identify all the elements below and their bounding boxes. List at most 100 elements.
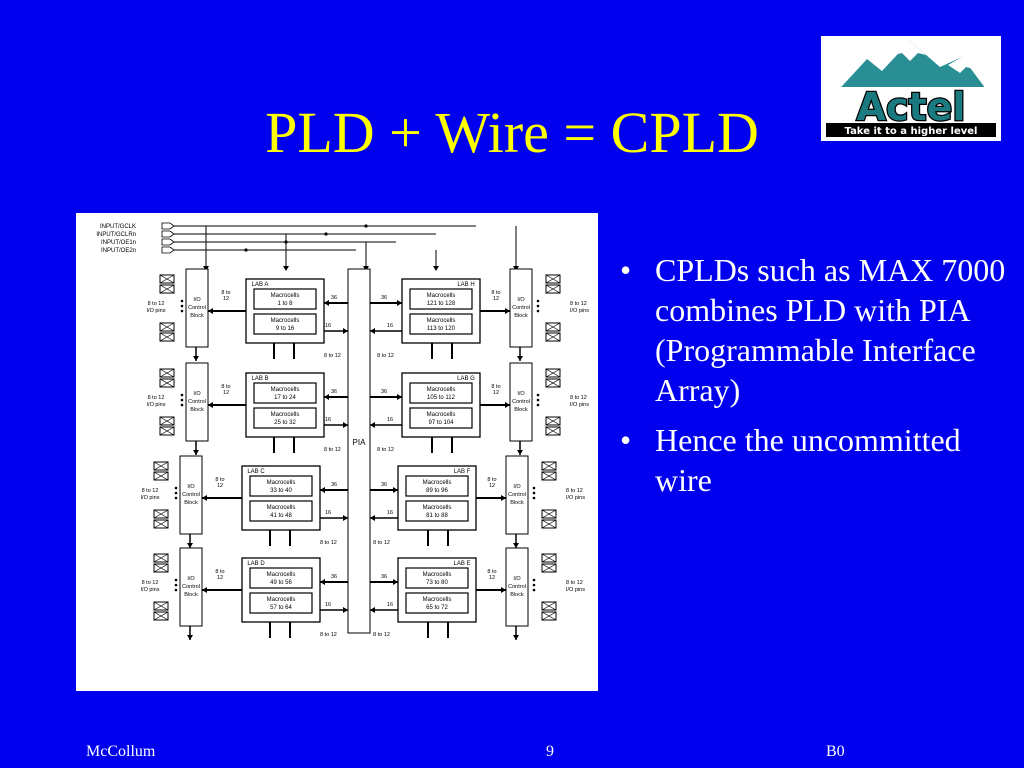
bus-arrow: [320, 487, 325, 493]
io-pins-label: I/O pins: [570, 402, 589, 408]
io-block-text: Control: [182, 584, 200, 590]
io-pin-x: [153, 553, 169, 563]
bus-label-below: 8 to 12: [373, 540, 390, 546]
io-pin-ellipsis: [174, 486, 178, 490]
io-pins-label: 8 to 12: [566, 488, 583, 494]
io-block-text: Block: [514, 407, 528, 413]
macrocell-group: [253, 407, 317, 429]
bus-label-to-io: 8 to: [221, 384, 230, 390]
bus-label-36: 36: [381, 482, 387, 488]
macrocell-range: 33 to 40: [270, 488, 292, 494]
io-block-text: I/O: [193, 391, 201, 397]
macrocell-range: 121 to 128: [427, 301, 456, 307]
bus-label-16: 16: [325, 323, 331, 329]
macrocell-group: [405, 567, 469, 589]
io-pins-label: 8 to 12: [148, 395, 165, 401]
io-pin-x: [541, 461, 557, 471]
io-pin-ellipsis: [532, 496, 536, 500]
bus-label-below: 8 to 12: [324, 447, 341, 453]
io-block-text: Control: [508, 492, 526, 498]
bus-arrow: [370, 422, 375, 428]
io-pin-ellipsis: [174, 496, 178, 500]
lab-name: LAB D: [247, 561, 265, 567]
io-pin-ellipsis: [532, 491, 536, 495]
macrocell-label: Macrocells: [267, 480, 296, 486]
io-pin-x: [159, 284, 175, 294]
io-pin-x: [541, 611, 557, 621]
input-label: INPUT/GCLRn: [96, 232, 136, 238]
lab-name: LAB G: [457, 376, 475, 382]
bus-label-36: 36: [331, 295, 337, 301]
io-block-text: Block: [510, 500, 524, 506]
bus-arrow: [501, 495, 506, 501]
macrocell-group: [409, 382, 473, 404]
macrocell-range: 1 to 8: [277, 301, 293, 307]
macrocell-range: 89 to 96: [426, 488, 448, 494]
bus-label-16: 16: [387, 417, 393, 423]
bus-arrow: [517, 450, 523, 455]
io-pins-label: 8 to 12: [570, 395, 587, 401]
bus-label-to-io: 12: [217, 575, 223, 581]
io-pin-ellipsis: [536, 309, 540, 313]
bus-arrow: [513, 635, 519, 640]
bus-label-to-io: 8 to: [491, 384, 500, 390]
macrocell-label: Macrocells: [271, 387, 300, 393]
bus-label-to-io: 12: [493, 296, 499, 302]
bus-arrow: [202, 495, 207, 501]
bus-arrow: [202, 587, 207, 593]
bus-arrow: [505, 402, 510, 408]
io-pins-label: 8 to 12: [142, 580, 159, 586]
macrocell-group: [249, 567, 313, 589]
bus-label-36: 36: [381, 389, 387, 395]
io-pin-ellipsis: [180, 393, 184, 397]
bus-label-to-io: 8 to: [215, 569, 224, 575]
io-control-block: [185, 268, 209, 348]
io-pins-label: 8 to 12: [148, 301, 165, 307]
io-pin-ellipsis: [174, 491, 178, 495]
bus-arrow: [208, 402, 213, 408]
bus-arrow: [324, 300, 329, 306]
bus-arrow: [193, 356, 199, 361]
io-pin-ellipsis: [536, 304, 540, 308]
lab-name: LAB A: [252, 282, 269, 288]
io-pin-ellipsis: [532, 578, 536, 582]
io-block-text: I/O: [187, 484, 195, 490]
macrocell-range: 113 to 120: [427, 326, 456, 332]
io-pin-x: [541, 471, 557, 481]
io-pin-x: [545, 274, 561, 284]
io-pin-ellipsis: [536, 393, 540, 397]
io-pin-x: [153, 611, 169, 621]
io-pin-ellipsis: [536, 299, 540, 303]
io-pins-label: I/O pins: [566, 495, 585, 501]
bus-arrow: [343, 515, 348, 521]
bus-label-to-io: 8 to: [487, 569, 496, 575]
bus-arrow: [187, 543, 193, 548]
macrocell-range: 49 to 56: [270, 580, 292, 586]
io-control-block: [509, 268, 533, 348]
input-pin: [161, 222, 175, 230]
macrocell-range: 65 to 72: [426, 605, 448, 611]
input-pin: [161, 238, 175, 246]
macrocell-range: 57 to 64: [270, 605, 292, 611]
io-pin-x: [541, 563, 557, 573]
io-block-text: I/O: [517, 391, 525, 397]
bus-label-to-io: 8 to: [491, 290, 500, 296]
io-pin-x: [545, 322, 561, 332]
io-pin-x: [545, 426, 561, 436]
bus-label-to-io: 8 to: [221, 290, 230, 296]
bus-label-below: 8 to 12: [373, 632, 390, 638]
bus-arrow: [393, 579, 398, 585]
bus-arrow: [513, 543, 519, 548]
pia-label: PIA: [353, 438, 367, 447]
bus-arrow: [397, 394, 402, 400]
io-pin-ellipsis: [536, 403, 540, 407]
io-pins-label: I/O pins: [141, 495, 160, 501]
bus-arrow: [343, 328, 348, 334]
io-block-text: Block: [510, 592, 524, 598]
io-pins-label: 8 to 12: [570, 301, 587, 307]
macrocell-range: 105 to 112: [427, 395, 456, 401]
bus-label-16: 16: [387, 602, 393, 608]
bus-label-36: 36: [381, 574, 387, 580]
io-block-text: Control: [512, 305, 530, 311]
input-junction: [324, 232, 328, 236]
